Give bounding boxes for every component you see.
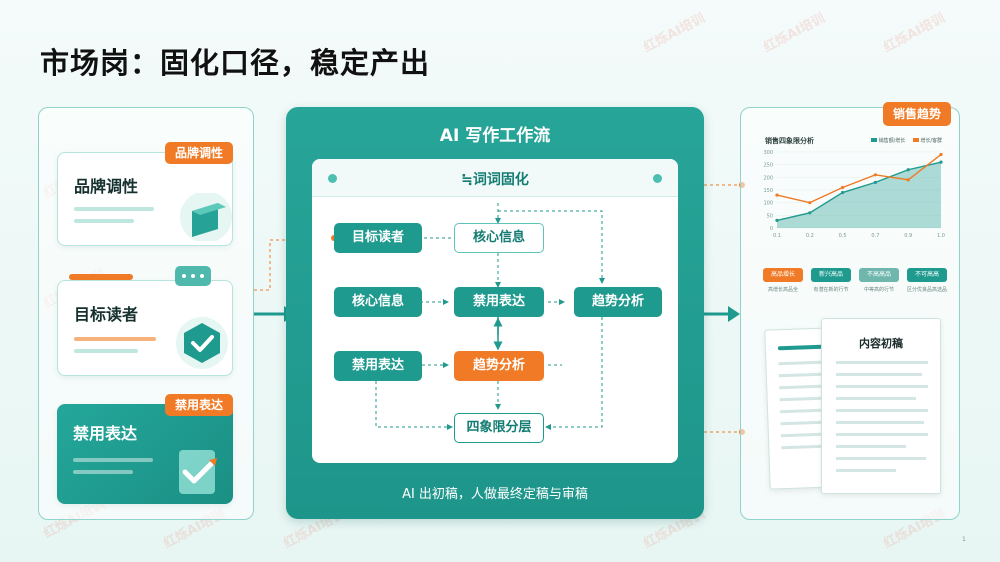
y-tick-label: 50 (767, 213, 773, 219)
banned-expression-tag: 禁用表达 (165, 394, 234, 416)
series-area (777, 162, 941, 228)
text-line (74, 219, 134, 223)
keyword-sub-1: 高增长高品全 (767, 287, 798, 293)
brand-tone-card: 品牌调性 (57, 152, 233, 246)
target-reader-label: 目标读者 (74, 305, 139, 324)
workflow-title: AI 写作工作流 (439, 126, 551, 146)
workflow-header: ≒词词固化 (312, 159, 678, 197)
draft-document-title: 内容初稿 (859, 337, 903, 350)
workflow-header-title: ≒词词固化 (461, 172, 529, 188)
data-point (939, 160, 943, 164)
x-tick-label: 0.7 (871, 233, 879, 239)
header-dot-left (328, 174, 337, 183)
data-point (775, 193, 779, 197)
x-tick-label: 0.1 (773, 233, 781, 239)
banned-expression-label: 禁用表达 (73, 424, 138, 443)
node-trend-right: 趋势分析 (574, 287, 662, 317)
brand-tone-tag: 品牌调性 (165, 142, 234, 164)
node-trend-center: 趋势分析 (454, 351, 544, 381)
x-tick-label: 1.0 (937, 233, 945, 239)
node-banned-center: 禁用表达 (454, 287, 544, 317)
series-line (776, 153, 942, 204)
text-line (74, 349, 138, 353)
chart-plot: 300 250 200 150 100 50 00.1 0.2 0.5 0.7 0.9 1.0 (763, 150, 945, 239)
ai-workflow-panel: AI 写作工作流 ≒词词固化 目标读者 核心信息 (286, 107, 704, 519)
input-panel: 品牌调性 品牌调性 目标读者 禁用表达 (38, 107, 254, 520)
data-point (906, 168, 910, 172)
x-tick-label: 0.2 (806, 233, 814, 239)
keyword-sub-4: 区分优良品高选品 (906, 287, 947, 293)
legend-swatch (871, 138, 877, 142)
keyword-sub-2: 有潜在新的行节 (813, 287, 849, 293)
data-point (808, 201, 812, 205)
output-panel: 销售趋势 销售四象限分析 销售额/增长 增长/客群 300 250 200 150 10… (740, 102, 960, 520)
workflow-canvas: ≒词词固化 目标读者 核心信息 核心信息 禁用表达 趋势分析 禁用 (312, 159, 678, 463)
data-point (841, 185, 845, 190)
legend-series-1: 销售额/增长 (878, 138, 906, 144)
node-banned-left: 禁用表达 (334, 351, 422, 381)
chat-bubble-icon (175, 266, 211, 286)
watermark: 红烁AI培训 (761, 10, 828, 56)
legend-swatch (912, 138, 919, 142)
draft-document-front: 内容初稿 (821, 318, 941, 494)
brand-tone-label: 品牌调性 (74, 177, 139, 196)
y-tick-label: 100 (763, 201, 773, 207)
y-tick-label: 250 (763, 163, 773, 169)
watermark: 红烁AI培训 (641, 10, 708, 56)
page-number: 1 (962, 536, 966, 543)
legend-series-2: 增长/客群 (920, 138, 943, 144)
data-point (873, 173, 877, 177)
node-four-quadrant: 四象限分层 (454, 413, 544, 443)
node-core-info-left: 核心信息 (334, 287, 422, 317)
keyword-badge-3: 不高高品 (859, 268, 899, 282)
data-point (808, 211, 812, 215)
series-line (776, 161, 942, 222)
watermark: 红烁AI培训 (881, 10, 948, 56)
data-point (841, 190, 845, 195)
y-tick-label: 0 (770, 226, 773, 232)
node-core-info-top: 核心信息 (454, 223, 544, 253)
y-tick-label: 150 (763, 188, 773, 194)
orange-accent-bar (69, 274, 133, 280)
x-tick-label: 0.9 (904, 233, 912, 239)
keyword-badge-4: 不可高高 (907, 268, 947, 282)
keyword-sub-3: 中等高的行节 (863, 287, 894, 293)
text-line (73, 470, 133, 474)
y-tick-label: 200 (763, 175, 773, 181)
sales-trend-tag: 销售趋势 (883, 102, 952, 126)
page-title: 市场岗：固化口径，稳定产出 (40, 46, 431, 80)
node-target-readers: 目标读者 (334, 223, 422, 253)
data-point (873, 180, 877, 184)
y-tick-label: 300 (763, 150, 773, 156)
workflow-footer: AI 出初稿，人做最终定稿与审稿 (402, 487, 588, 502)
chart-legend: 销售额/增长 增长/客群 (871, 137, 942, 144)
header-dot-right (653, 174, 662, 183)
x-tick-label: 0.5 (839, 233, 847, 239)
text-line (74, 207, 154, 211)
checkmark-shield-icon (176, 317, 228, 369)
data-point (939, 152, 943, 157)
check-document-icon (179, 450, 217, 494)
chart-title: 销售四象限分析 (765, 137, 814, 145)
data-point (906, 178, 910, 182)
keyword-badge-1: 高品增长 (763, 268, 803, 282)
target-reader-card: 目标读者 (57, 280, 233, 376)
data-point (775, 218, 779, 222)
text-line (74, 337, 156, 341)
banned-expression-card: 禁用表达 (57, 404, 233, 504)
text-line (73, 458, 153, 462)
chart-block-icon (180, 193, 232, 241)
keyword-badge-2: 新兴高品 (811, 268, 851, 282)
